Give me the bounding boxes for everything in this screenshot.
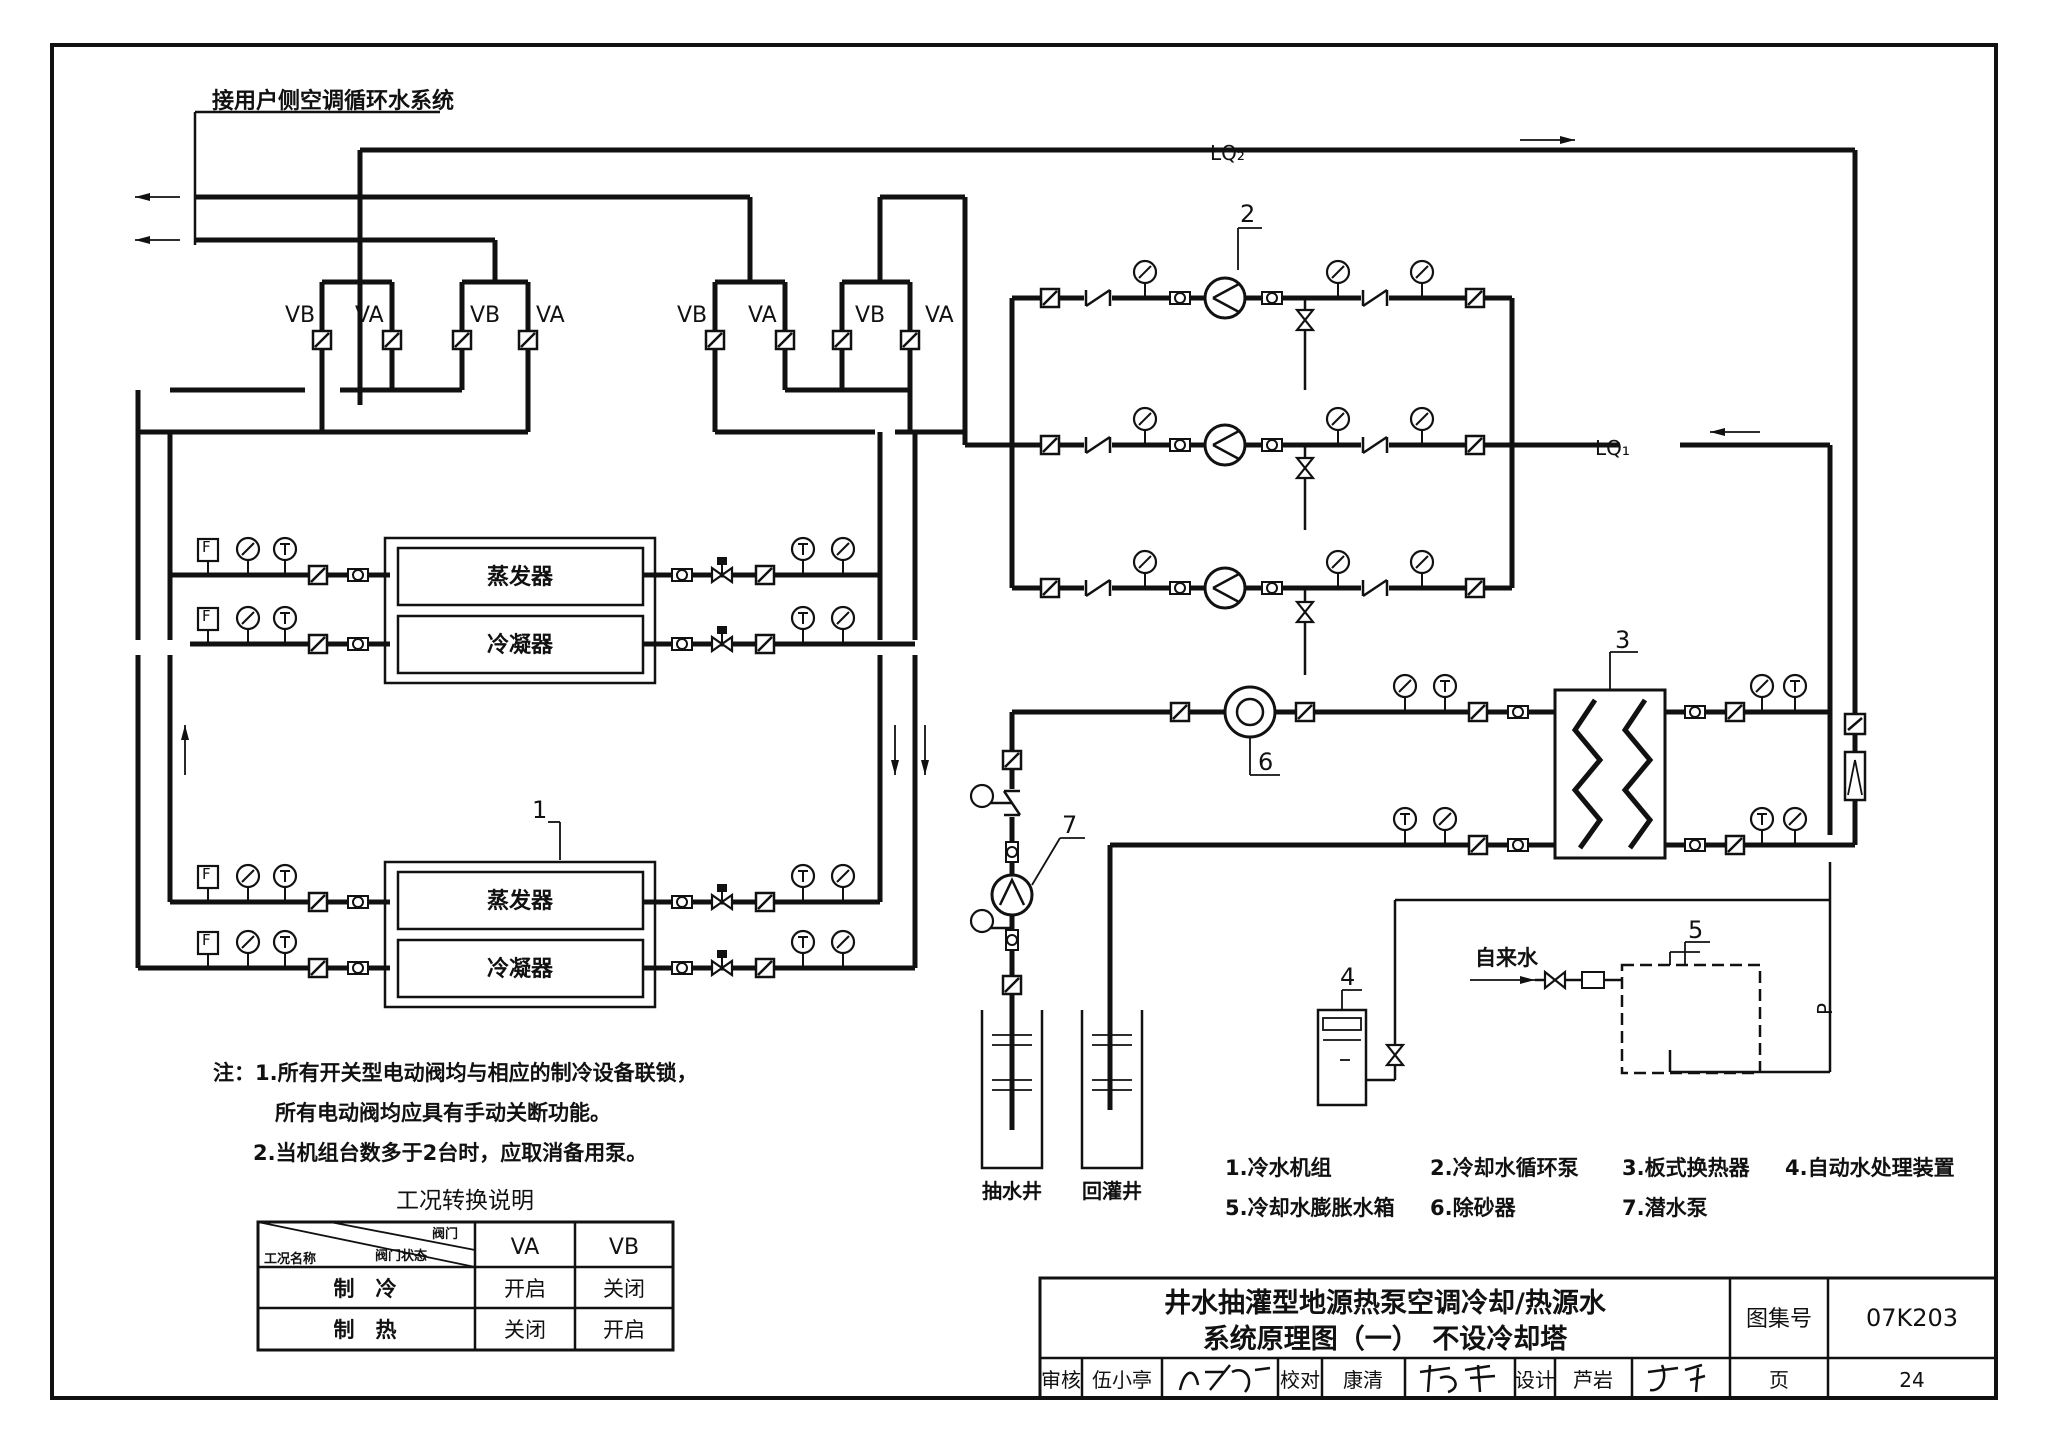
vb-label: VB (677, 303, 707, 328)
callout-5: 5 (1688, 916, 1703, 944)
pump-well (980, 1010, 1044, 1170)
mode-table-cell: 开启 (603, 1318, 645, 1342)
design-label: 设计 (1515, 1368, 1555, 1392)
designer-name: 芦岩 (1573, 1368, 1613, 1392)
callout-7: 7 (1062, 811, 1077, 839)
flow-meter-letter: F (202, 931, 211, 949)
lq2-label: LQ₂ (1210, 141, 1245, 165)
mode-table-heating: 制 热 (334, 1318, 397, 1342)
reviewer-name: 伍小亭 (1092, 1368, 1152, 1392)
page-label: 页 (1769, 1368, 1789, 1392)
legend-item: 6.除砂器 (1430, 1196, 1517, 1220)
note-2: 2.当机组台数多于2台时，应取消备用泵。 (253, 1141, 647, 1165)
mode-table-cell: 关闭 (603, 1277, 645, 1301)
va-label: VA (536, 303, 565, 328)
drawing-title-line1: 井水抽灌型地源热泵空调冷却/热源水 (1164, 1287, 1607, 1319)
chiller-unit-2 (383, 860, 657, 1009)
callout-1: 1 (532, 796, 547, 824)
title-block-grid (1038, 1276, 1998, 1400)
evaporator-label: 蒸发器 (487, 888, 554, 914)
callout-4: 4 (1340, 963, 1355, 991)
flow-meter-letter: F (202, 538, 211, 556)
legend-item: 2.冷却水循环泵 (1430, 1156, 1579, 1180)
mode-table-corner-state: 阀门状态 (375, 1248, 427, 1264)
checker-name: 康清 (1343, 1368, 1383, 1392)
exchanger-fittings (1169, 673, 1867, 856)
va-label: VA (355, 303, 384, 328)
cooling-pump-group (965, 136, 1833, 835)
vb-label: VB (285, 303, 315, 328)
mode-table-cell: 开启 (504, 1277, 546, 1301)
p-label: P (1813, 1003, 1837, 1015)
va-label: VA (925, 303, 954, 328)
sand-remover (1223, 685, 1277, 739)
drawing-title-line2: 系统原理图（一） 不设冷却塔 (1203, 1323, 1568, 1355)
checker-signature (1419, 1364, 1496, 1394)
user-side-piping (135, 110, 1858, 971)
header-note: 接用户侧空调循环水系统 (212, 88, 454, 114)
legend-item: 5.冷却水膨胀水箱 (1225, 1196, 1395, 1220)
cooling-pump-fittings (1039, 259, 1486, 675)
va-label: VA (748, 303, 777, 328)
vb-label: VB (855, 303, 885, 328)
page-number: 24 (1899, 1368, 1924, 1392)
check-label: 校对 (1280, 1368, 1320, 1392)
plate-heat-exchanger (1553, 688, 1667, 860)
recharge-well-label: 回灌井 (1082, 1179, 1142, 1203)
submersible-pump (969, 749, 1034, 996)
evaporator-label: 蒸发器 (487, 564, 554, 590)
legend-item: 1.冷水机组 (1225, 1156, 1332, 1180)
mode-table-title: 工况转换说明 (396, 1188, 534, 1214)
atlas-label: 图集号 (1746, 1307, 1812, 1332)
callout-leaders (548, 227, 1710, 1010)
flow-meter-letter: F (202, 865, 211, 883)
va-vb-valves[interactable] (311, 329, 921, 351)
lq1-label: LQ₁ (1595, 436, 1630, 460)
mode-table-cooling: 制 冷 (334, 1277, 397, 1301)
review-label: 审核 (1041, 1368, 1081, 1392)
pump-well-label: 抽水井 (982, 1179, 1042, 1203)
well-water-piping (1009, 709, 1858, 1130)
designer-signature (1647, 1363, 1706, 1393)
mode-table-col-va: VA (511, 1235, 540, 1260)
vb-label: VB (470, 303, 500, 328)
reviewer-signature (1178, 1364, 1271, 1393)
legend-item: 7.潜水泵 (1622, 1196, 1708, 1220)
legend-item: 3.板式换热器 (1622, 1156, 1751, 1180)
flow-meter-letter: F (202, 607, 211, 625)
mode-table-grid (256, 1220, 675, 1352)
legend-item: 4.自动水处理装置 (1785, 1156, 1955, 1180)
recharge-well (1080, 1010, 1144, 1170)
condenser-label: 冷凝器 (487, 956, 554, 982)
mode-table-col-vb: VB (609, 1235, 639, 1260)
note-1-cont: 所有电动阀均应具有手动关断功能。 (275, 1101, 611, 1125)
note-1: 注：1.所有开关型电动阀均与相应的制冷设备联锁， (213, 1061, 698, 1085)
chiller-unit-1 (383, 536, 657, 685)
mode-table-corner-mode: 工况名称 (264, 1251, 316, 1267)
tap-water-label: 自来水 (1475, 946, 1539, 970)
callout-3: 3 (1615, 626, 1630, 654)
atlas-number: 07K203 (1866, 1304, 1958, 1332)
mode-table-cell: 关闭 (504, 1318, 546, 1342)
condenser-label: 冷凝器 (487, 632, 554, 658)
callout-2: 2 (1240, 200, 1255, 228)
water-treatment-unit (1316, 1008, 1405, 1107)
drawing-border (50, 43, 1998, 1400)
expansion-tank (1543, 951, 1762, 1075)
callout-6: 6 (1258, 748, 1273, 776)
mode-table-corner-valve: 阀门 (432, 1226, 458, 1242)
